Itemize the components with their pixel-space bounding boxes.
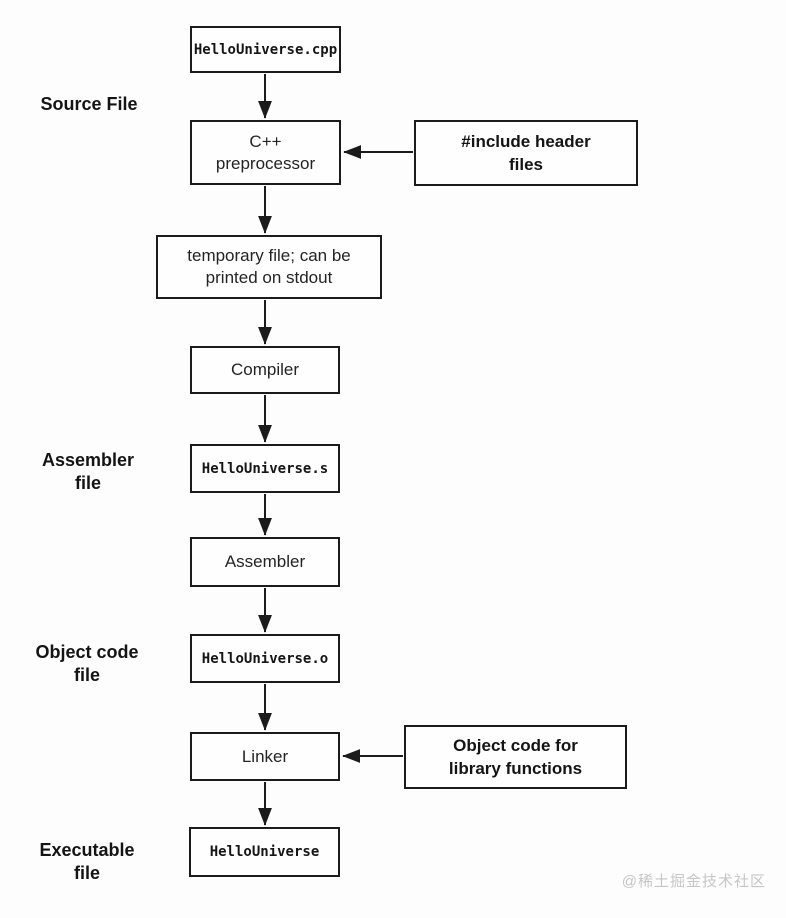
node-label-line: files bbox=[508, 155, 544, 174]
node-executable-hellouniverse: HelloUniverse bbox=[189, 827, 340, 877]
node-temporary-file: temporary file; can be printed on stdout bbox=[156, 235, 382, 299]
node-label-line: library functions bbox=[448, 759, 583, 778]
stage-label-line: Source File bbox=[40, 94, 138, 114]
node-label: HelloUniverse bbox=[209, 844, 320, 860]
node-label-line: C++ bbox=[249, 131, 282, 151]
node-linker: Linker bbox=[190, 732, 340, 781]
stage-label-executable-file: Executable file bbox=[11, 839, 163, 885]
node-compiler: Compiler bbox=[190, 346, 340, 394]
node-label: HelloUniverse.s bbox=[201, 460, 329, 477]
node-label-line: printed on stdout bbox=[205, 268, 333, 287]
node-label-line: preprocessor bbox=[215, 153, 316, 173]
stage-label-object-code-file: Object code file bbox=[11, 641, 163, 687]
node-include-header-files: #include header files bbox=[414, 120, 638, 186]
node-label: HelloUniverse.o bbox=[201, 650, 329, 667]
node-source-file-hellouniverse-cpp: HelloUniverse.cpp bbox=[190, 26, 341, 73]
node-assembler: Assembler bbox=[190, 537, 340, 587]
node-label: Assembler bbox=[224, 552, 306, 571]
node-label: Compiler bbox=[230, 360, 300, 379]
node-cpp-preprocessor: C++ preprocessor bbox=[190, 120, 341, 185]
stage-label-line: file bbox=[73, 863, 100, 883]
stage-label-assembler-file: Assembler file bbox=[12, 449, 164, 495]
stage-label-line: file bbox=[73, 665, 100, 685]
stage-label-line: file bbox=[74, 473, 101, 493]
node-label: HelloUniverse.cpp bbox=[193, 41, 338, 58]
node-label-line: #include header bbox=[461, 132, 591, 151]
node-assembler-file-hellouniverse-s: HelloUniverse.s bbox=[190, 444, 340, 493]
stage-label-line: Assembler bbox=[41, 450, 135, 470]
node-object-code-library-functions: Object code for library functions bbox=[404, 725, 627, 789]
node-object-file-hellouniverse-o: HelloUniverse.o bbox=[190, 634, 340, 683]
node-label-line: Object code for bbox=[453, 736, 578, 755]
node-label: Linker bbox=[241, 746, 289, 766]
stage-label-line: Object code bbox=[35, 642, 139, 662]
stage-label-source-file: Source File bbox=[13, 93, 165, 116]
watermark-text: @稀土掘金技术社区 bbox=[621, 873, 766, 890]
stage-label-line: Executable bbox=[39, 840, 135, 860]
node-label-line: temporary file; can be bbox=[187, 246, 351, 265]
